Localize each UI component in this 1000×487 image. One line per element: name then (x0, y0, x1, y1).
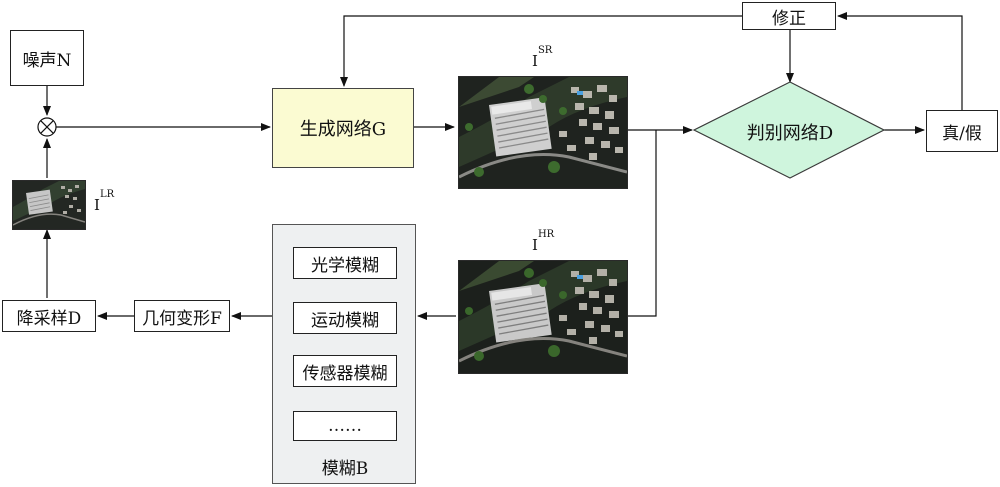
blur-item-optical-label: 光学模糊 (311, 255, 379, 276)
sr-image (458, 76, 628, 189)
correction-label: 修正 (772, 8, 806, 29)
sr-label-main: I (532, 52, 538, 70)
hr-image-graphic (459, 261, 627, 373)
lr-label-sup: LR (99, 189, 115, 200)
generator-box: 生成网络G (272, 88, 414, 168)
arrow-correction-to-generator (340, 15, 742, 87)
blur-item-sensor-label: 传感器模糊 (302, 363, 388, 384)
blur-group-title: 模糊B (321, 459, 369, 479)
lr-image (12, 180, 86, 230)
sr-label-sup: SR (537, 45, 553, 56)
blur-item-optical: 光学模糊 (293, 247, 397, 279)
noise-box: 噪声N (10, 30, 84, 86)
realfake-box: 真/假 (926, 110, 998, 152)
lr-label-main: I (94, 196, 100, 214)
arrow-realfake-to-correction (837, 12, 963, 110)
line-hr-to-discriminator (626, 130, 657, 317)
lr-image-label: ILR (94, 189, 114, 214)
correction-box: 修正 (742, 2, 836, 30)
geometric-box: 几何变形F (134, 300, 230, 332)
blur-item-motion: 运动模糊 (293, 302, 397, 334)
lr-image-graphic (13, 181, 85, 229)
noise-label: 噪声N (22, 50, 72, 71)
generator-label: 生成网络G (299, 119, 387, 140)
hr-image-label: IHR (532, 229, 554, 254)
blur-item-more-label: …… (328, 416, 362, 436)
downsample-box: 降采样D (2, 300, 96, 332)
downsample-label: 降采样D (16, 308, 82, 329)
hr-label-main: I (532, 236, 538, 254)
realfake-label: 真/假 (942, 123, 982, 144)
discriminator-diamond (692, 81, 886, 179)
geometric-label: 几何变形F (142, 308, 222, 329)
blur-item-motion-label: 运动模糊 (311, 310, 379, 331)
sr-image-label: ISR (532, 45, 552, 70)
blur-group: 光学模糊 运动模糊 传感器模糊 …… 模糊B (272, 224, 416, 484)
hr-image (458, 260, 628, 374)
multiply-icon (37, 117, 57, 137)
hr-label-sup: HR (537, 229, 555, 240)
sr-image-graphic (459, 77, 627, 188)
discriminator-label: 判别网络D (746, 123, 834, 144)
blur-item-more: …… (293, 411, 397, 441)
blur-item-sensor: 传感器模糊 (293, 355, 397, 387)
